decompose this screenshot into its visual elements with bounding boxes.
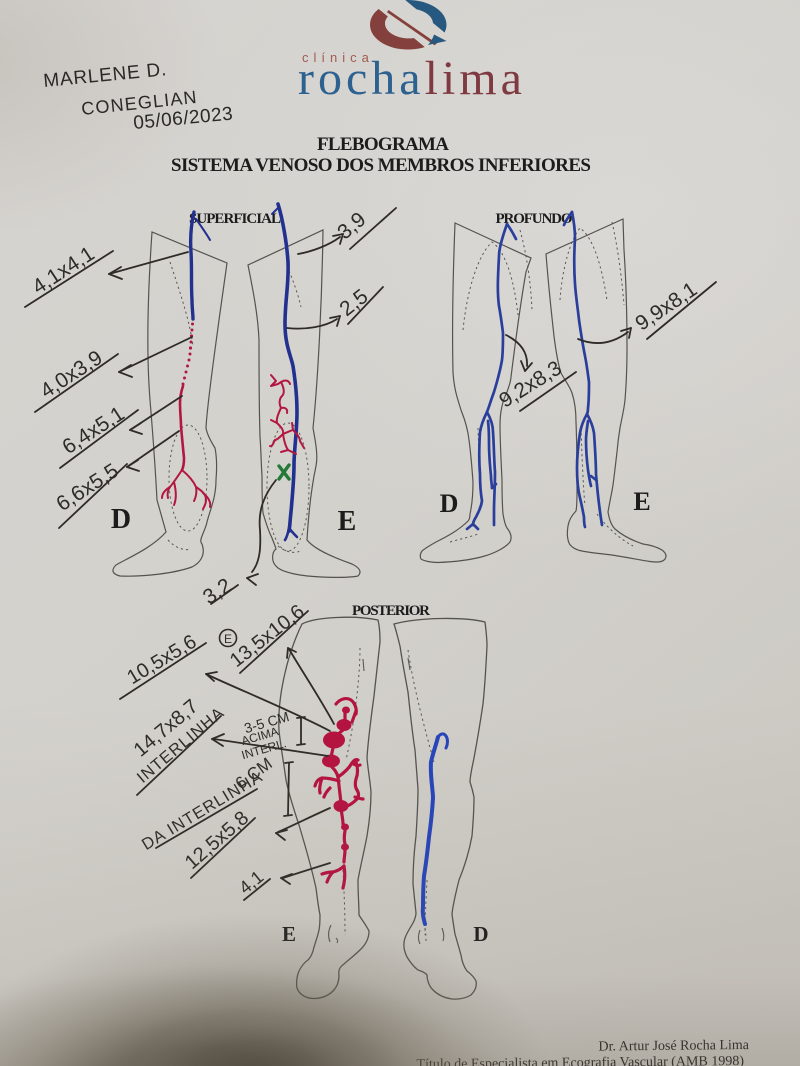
svg-text:POSTERIOR: POSTERIOR [352,603,430,619]
svg-text:SUPERFICIAL: SUPERFICIAL [189,211,281,227]
svg-text:E: E [224,632,232,646]
svg-text:PROFUNDO: PROFUNDO [496,211,573,227]
svg-text:E: E [338,506,357,537]
svg-text:E: E [633,487,650,516]
svg-text:SISTEMA VENOSO DOS MEMBROS INF: SISTEMA VENOSO DOS MEMBROS INFERIORES [171,155,591,176]
svg-text:clínica: clínica [302,50,374,65]
svg-text:D: D [440,489,459,518]
svg-text:D: D [111,504,131,535]
svg-text:rochalima: rochalima [298,52,526,105]
svg-text:FLEBOGRAMA: FLEBOGRAMA [317,134,449,155]
